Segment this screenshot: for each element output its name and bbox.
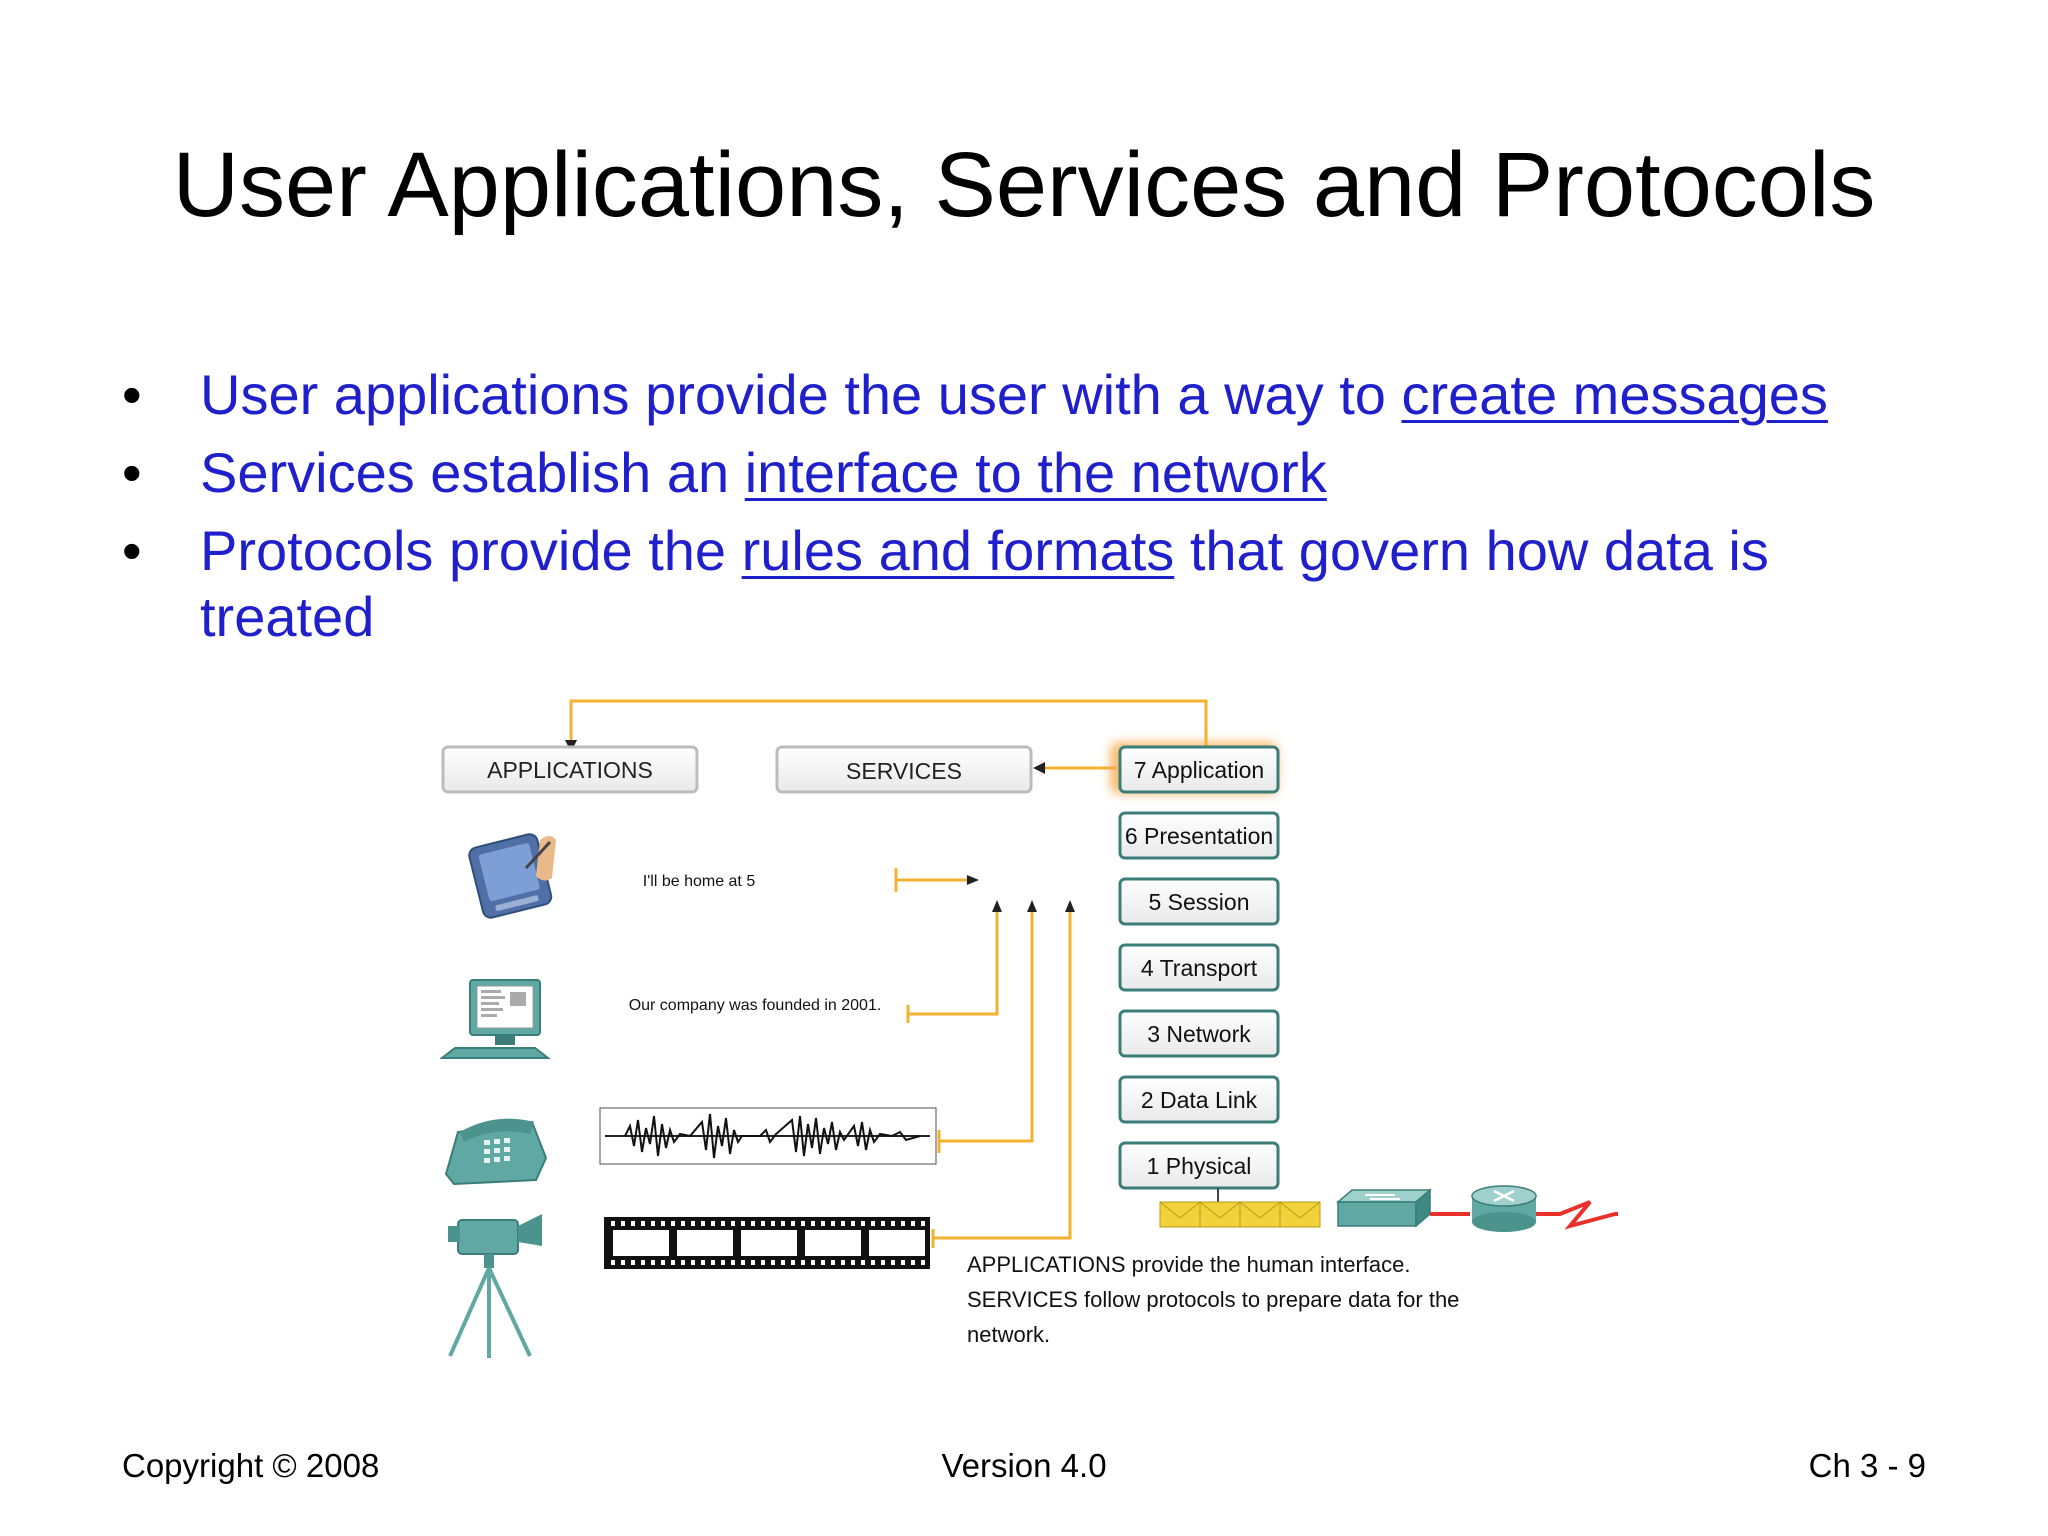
footer-version: Version 4.0 <box>941 1447 1107 1484</box>
film-strip-icon <box>604 1217 930 1269</box>
wan-link-icon <box>1536 1200 1618 1230</box>
bullet-item: • Services establish an interface to the … <box>120 440 1920 506</box>
slide-title: User Applications, Services and Protocol… <box>172 134 1876 236</box>
footer-page-number: Ch 3 - 9 <box>1808 1447 1926 1484</box>
telephone-icon <box>444 1118 548 1186</box>
osi-layer-2: 2 Data Link <box>1118 1075 1280 1124</box>
bullet-link-create-messages[interactable]: create messages <box>1401 363 1828 426</box>
bullet-text: Services establish an <box>200 441 745 504</box>
envelope-icon <box>1279 1201 1321 1228</box>
bullet-link-interface-to-network[interactable]: interface to the network <box>744 441 1327 504</box>
audio-arrow-line <box>937 912 1034 1153</box>
layer-label: 3 Network <box>1147 1021 1251 1047</box>
bullet-list: • User applications provide the user with… <box>120 362 1920 662</box>
bullet-link-rules-and-formats[interactable]: rules and formats <box>741 519 1175 582</box>
applications-header: APPLICATIONS <box>441 745 699 794</box>
layer-label: 6 Presentation <box>1125 823 1273 849</box>
bullet-dot: • <box>122 519 142 582</box>
layer-label: 5 Session <box>1148 889 1249 915</box>
envelope-icon <box>1199 1201 1241 1228</box>
msg1-arrow-line <box>894 868 967 892</box>
envelope-icon <box>1159 1201 1201 1228</box>
osi-layer-7: 7 Application <box>1118 745 1280 794</box>
osi-layer-3: 3 Network <box>1118 1009 1280 1058</box>
message-text-company: Our company was founded in 2001. <box>629 997 882 1014</box>
bullet-text: Protocols provide the <box>200 519 742 582</box>
layer-label: 7 Application <box>1134 757 1264 783</box>
pda-icon <box>468 833 556 919</box>
router-icon <box>1471 1185 1537 1232</box>
footer-copyright: Copyright © 2008 <box>122 1447 380 1484</box>
msg2-arrow-head <box>992 900 1002 912</box>
layer-label: 2 Data Link <box>1141 1087 1258 1113</box>
envelope-icons <box>1159 1201 1321 1228</box>
osi-layer-4: 4 Transport <box>1118 943 1280 992</box>
msg1-arrow-head <box>967 875 979 885</box>
computer-icon <box>440 979 551 1059</box>
services-header: SERVICES <box>775 745 1033 794</box>
switch-icon <box>1335 1188 1433 1228</box>
bullet-item: • User applications provide the user with… <box>120 362 1920 428</box>
video-arrow-head <box>1065 900 1075 912</box>
services-arrow-head <box>1033 762 1045 774</box>
bullet-dot: • <box>122 441 142 504</box>
arrow-connectors <box>569 699 1208 1248</box>
msg2-arrow-line <box>906 912 999 1023</box>
envelope-icon <box>1239 1201 1281 1228</box>
bullet-item: • Protocols provide the rules and formats… <box>120 518 1920 650</box>
services-label: SERVICES <box>846 758 962 784</box>
osi-layer-1: 1 Physical <box>1118 1141 1280 1190</box>
video-camera-icon <box>448 1214 542 1358</box>
layer-label: 1 Physical <box>1147 1153 1252 1179</box>
video-arrow-line <box>931 912 1072 1248</box>
audio-arrow-head <box>1027 900 1037 912</box>
bullet-text: that govern how data is treated <box>200 519 1769 648</box>
caption-line: APPLICATIONS provide the human interface… <box>967 1252 1410 1277</box>
caption-line: SERVICES follow protocols to prepare dat… <box>967 1287 1459 1312</box>
top-arrow-line <box>569 699 1208 751</box>
osi-diagram: APPLICATIONS SERVICES 7 Application 6 Pr… <box>440 690 1655 1370</box>
bullet-dot: • <box>122 363 142 426</box>
osi-layer-5: 5 Session <box>1118 877 1280 926</box>
caption-line: network. <box>967 1322 1050 1347</box>
layer-label: 4 Transport <box>1141 955 1258 981</box>
applications-label: APPLICATIONS <box>487 757 653 783</box>
message-text-home: I'll be home at 5 <box>643 873 756 890</box>
osi-layer-6: 6 Presentation <box>1118 811 1280 860</box>
audio-waveform-icon <box>599 1107 937 1165</box>
bullet-text: User applications provide the user with … <box>200 363 1402 426</box>
